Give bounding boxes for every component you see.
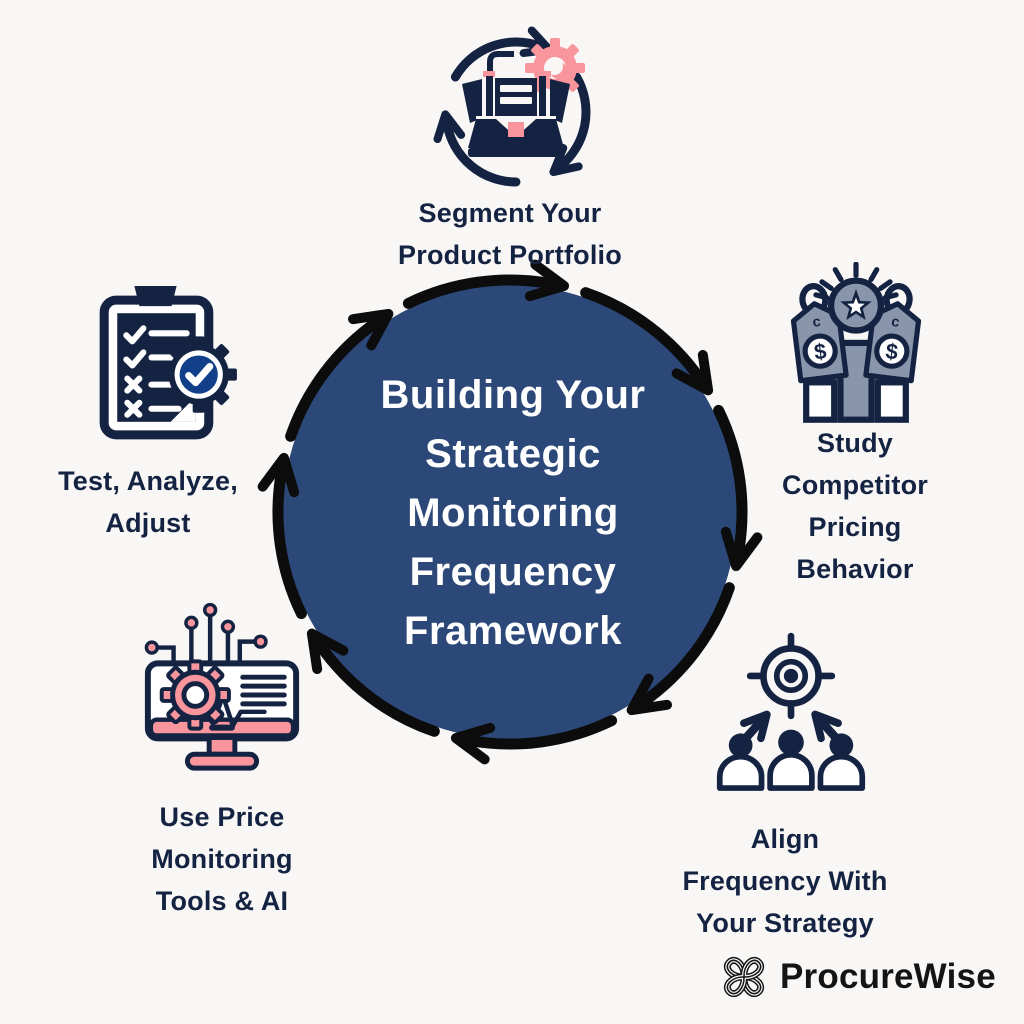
center-title-line: Framework	[404, 609, 622, 653]
step-label-line: Monitoring	[151, 844, 293, 874]
step-label-line: Tools & AI	[155, 886, 289, 916]
step-label-line: Segment Your	[418, 198, 602, 228]
machine-icon	[462, 51, 570, 157]
production-machine-cycle-icon	[433, 26, 591, 187]
center-title-line: Frequency	[409, 550, 617, 594]
team-icon	[716, 729, 866, 791]
checklist-gear-icon	[99, 286, 237, 440]
knot-icon	[723, 956, 765, 998]
center-circle	[283, 285, 737, 739]
bar-right	[874, 379, 909, 423]
center-title: Building Your Strategic Monitoring Frequ…	[313, 366, 713, 661]
brand-name: ProcureWise	[780, 957, 996, 996]
svg-text:c: c	[812, 314, 822, 331]
step-label-line: Adjust	[105, 508, 191, 538]
cycle-arrows	[257, 259, 763, 765]
target-icon	[746, 632, 836, 720]
gear-check-icon	[160, 336, 237, 413]
target-team-icon	[716, 632, 866, 791]
center-title-line: Monitoring	[407, 491, 619, 535]
upward-arrows	[740, 710, 842, 743]
circuit-dots	[144, 602, 268, 655]
step-label-segment: Segment Your Product Portfolio	[310, 192, 710, 276]
center-title-line: Building Your	[380, 373, 646, 417]
step-label-line: Behavior	[796, 554, 914, 584]
cycle-circle-with-arrows	[257, 259, 763, 765]
target-center-dot	[783, 668, 799, 684]
step-label-line: Your Strategy	[696, 908, 874, 938]
step-label-line: Pricing	[808, 512, 902, 542]
cycle-arrows-small	[433, 26, 591, 187]
star-medal-icon	[827, 277, 885, 334]
step-label-line: Competitor	[782, 470, 928, 500]
step-label-line: Frequency With	[682, 866, 888, 896]
screen-text-lines	[240, 674, 287, 707]
bar-left	[803, 379, 838, 423]
step-label-line: Product Portfolio	[398, 240, 622, 270]
step-label-study: Study Competitor Pricing Behavior	[735, 422, 975, 590]
pink-gear-icon	[159, 659, 231, 731]
svg-text:c: c	[890, 314, 900, 331]
center-title-line: Strategic	[425, 432, 601, 476]
svg-text:$: $	[813, 338, 828, 364]
price-tags-ranking-icon: c $ c $	[790, 262, 922, 423]
step-label-line: Align	[750, 824, 820, 854]
step-label-line: Use Price	[159, 802, 285, 832]
step-label-test: Test, Analyze, Adjust	[0, 460, 296, 544]
step-label-line: Study	[816, 428, 893, 458]
step-label-use-tools: Use Price Monitoring Tools & AI	[82, 796, 362, 922]
brand-logo: ProcureWise	[718, 948, 996, 1006]
step-label-align: Align Frequency With Your Strategy	[635, 818, 935, 944]
step-label-line: Test, Analyze,	[58, 466, 238, 496]
monitor-gear-ai-icon	[144, 602, 300, 771]
svg-text:$: $	[884, 338, 899, 364]
circuit-pins	[155, 613, 257, 666]
